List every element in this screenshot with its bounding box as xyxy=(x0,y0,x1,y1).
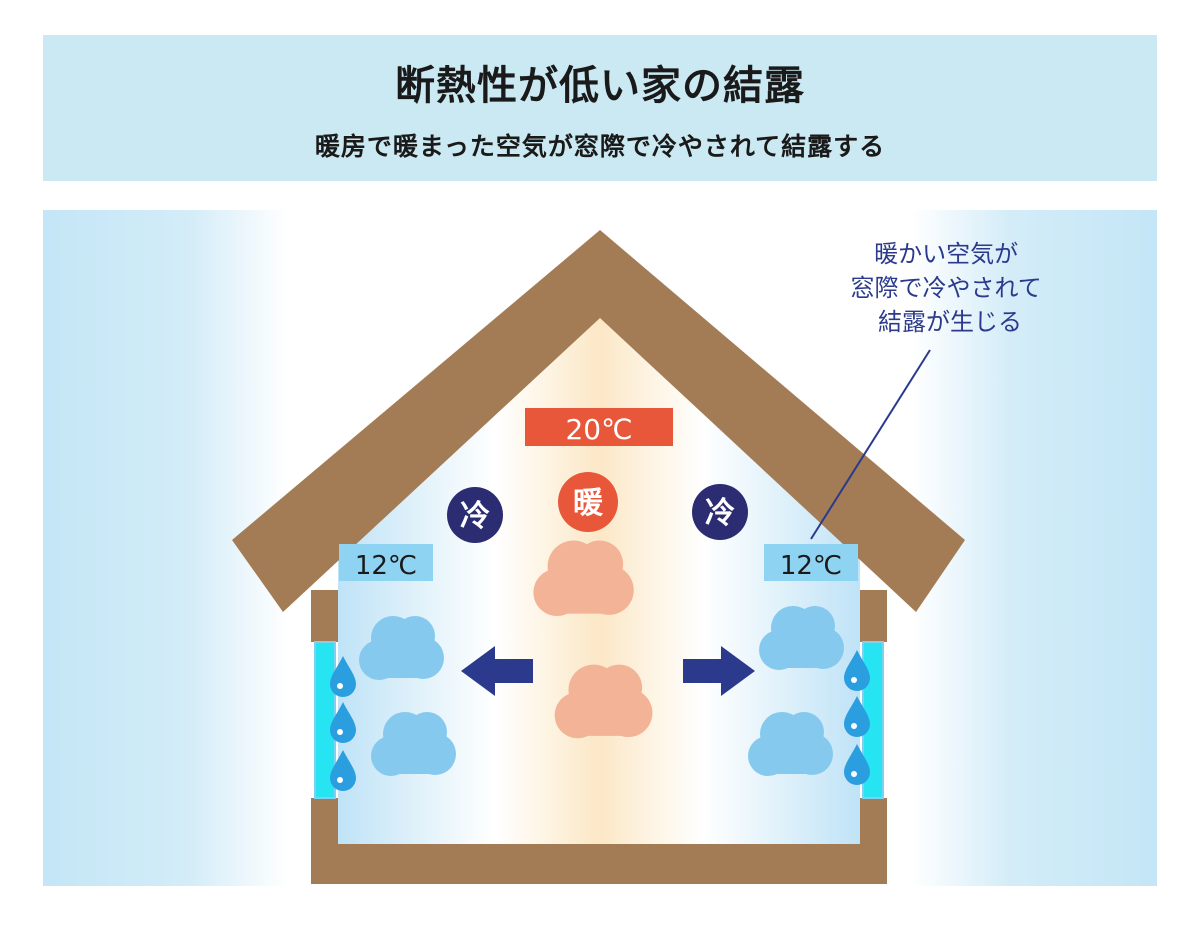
cold-badge-right-label: 冷 xyxy=(705,496,735,531)
cold-badge-left-label: 冷 xyxy=(460,499,490,534)
callout-line-3: 結露が生じる xyxy=(878,308,1022,336)
callout-text: 暖かい空気が 窓際で冷やされて 結露が生じる xyxy=(851,240,1050,336)
callout-line-1: 暖かい空気が xyxy=(874,240,1018,268)
warm-badge-label: 暖 xyxy=(573,486,604,521)
center-temp-box xyxy=(525,408,673,446)
page-title: 断熱性が低い家の結露 xyxy=(395,63,805,109)
left-temp-label: 12℃ xyxy=(355,551,417,581)
center-temp-label: 20℃ xyxy=(565,413,632,446)
right-temp-label: 12℃ xyxy=(780,551,842,581)
diagram-svg: 20℃ 12℃ 12℃ 冷 暖 冷 暖かい空気が 窓際で冷やされて 結露が生じる xyxy=(43,210,1157,886)
callout-line-2: 窓際で冷やされて xyxy=(851,274,1042,302)
left-temp-box xyxy=(339,544,433,581)
warm-badge xyxy=(558,472,618,532)
left-window xyxy=(315,642,335,798)
right-wall-upper xyxy=(860,590,887,642)
cold-badge-right xyxy=(692,484,748,540)
page-subtitle: 暖房で暖まった空気が窓際で冷やされて結露する xyxy=(314,132,886,161)
left-wall-upper xyxy=(311,590,338,642)
cold-badge-left xyxy=(447,487,503,543)
header-banner: 断熱性が低い家の結露 暖房で暖まった空気が窓際で冷やされて結露する xyxy=(43,35,1157,181)
roof xyxy=(232,230,965,612)
right-temp-box xyxy=(764,544,858,581)
callout-leader-line xyxy=(810,349,931,540)
arrow-right-icon xyxy=(683,646,755,696)
arrow-left-icon xyxy=(461,646,533,696)
condensation-diagram: 20℃ 12℃ 12℃ 冷 暖 冷 暖かい空気が 窓際で冷やされて 結露が生じる xyxy=(43,210,1157,886)
floor xyxy=(311,844,887,884)
